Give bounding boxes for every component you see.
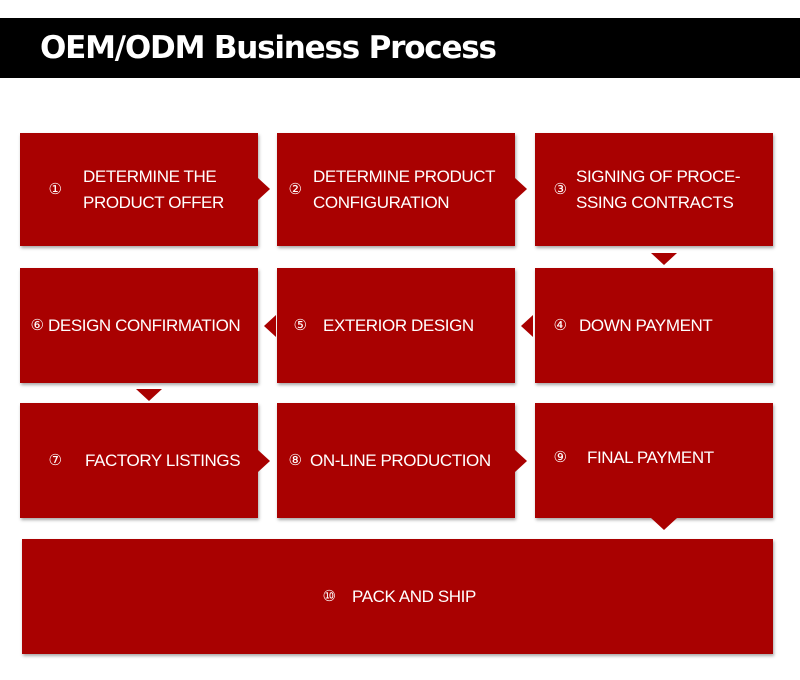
step-1-number: ① <box>48 180 62 198</box>
title-banner: OEM/ODM Business Process <box>0 18 800 78</box>
page-title: OEM/ODM Business Process <box>40 30 497 66</box>
step-1-label: DETERMINE THE PRODUCT OFFER <box>83 166 224 212</box>
step-5-label: EXTERIOR DESIGN <box>323 315 474 335</box>
step-7-box: ⑦ FACTORY LISTINGS <box>20 403 258 518</box>
step-6-label: DESIGN CONFIRMATION <box>48 315 241 335</box>
step-4-number: ④ <box>553 316 567 334</box>
step-9-box: ⑨ FINAL PAYMENT <box>535 403 773 518</box>
step-2-label: DETERMINE PRODUCT CONFIGURATION <box>313 166 496 212</box>
arrow-down-9-10 <box>651 518 677 530</box>
arrow-left-5-6 <box>264 315 276 337</box>
step-5-box: ⑤ EXTERIOR DESIGN <box>277 268 515 383</box>
step-4-box: ④ DOWN PAYMENT <box>535 268 773 383</box>
step-10-box: ⑩ PACK AND SHIP <box>22 539 773 654</box>
step-8-label: ON-LINE PRODUCTION <box>310 450 491 470</box>
arrow-right-2-3 <box>515 178 527 200</box>
step-3-box: ③ SIGNING OF PROCE- SSING CONTRACTS <box>535 133 773 246</box>
step-4-label: DOWN PAYMENT <box>579 315 713 335</box>
step-10-label: PACK AND SHIP <box>352 586 476 606</box>
arrow-right-7-8 <box>258 450 270 472</box>
step-8-number: ⑧ <box>288 451 302 469</box>
arrow-right-8-9 <box>515 450 527 472</box>
step-6-number: ⑥ <box>30 316 44 334</box>
arrow-right-1-2 <box>258 178 270 200</box>
step-7-label: FACTORY LISTINGS <box>85 450 241 470</box>
step-5-number: ⑤ <box>293 316 307 334</box>
step-2-box: ② DETERMINE PRODUCT CONFIGURATION <box>277 133 515 246</box>
step-1-box: ① DETERMINE THE PRODUCT OFFER <box>20 133 258 246</box>
step-2-number: ② <box>288 180 302 198</box>
step-10-number: ⑩ <box>322 587 336 605</box>
arrow-down-3-4 <box>651 253 677 265</box>
step-6-box: ⑥ DESIGN CONFIRMATION <box>20 268 258 383</box>
step-7-number: ⑦ <box>48 451 62 469</box>
step-3-label: SIGNING OF PROCE- SSING CONTRACTS <box>576 166 741 212</box>
step-3-number: ③ <box>553 180 567 198</box>
step-9-number: ⑨ <box>553 449 567 466</box>
step-8-box: ⑧ ON-LINE PRODUCTION <box>277 403 515 518</box>
arrow-left-4-5 <box>521 315 533 337</box>
step-9-label: FINAL PAYMENT <box>587 448 714 467</box>
arrow-down-6-7 <box>136 389 162 401</box>
